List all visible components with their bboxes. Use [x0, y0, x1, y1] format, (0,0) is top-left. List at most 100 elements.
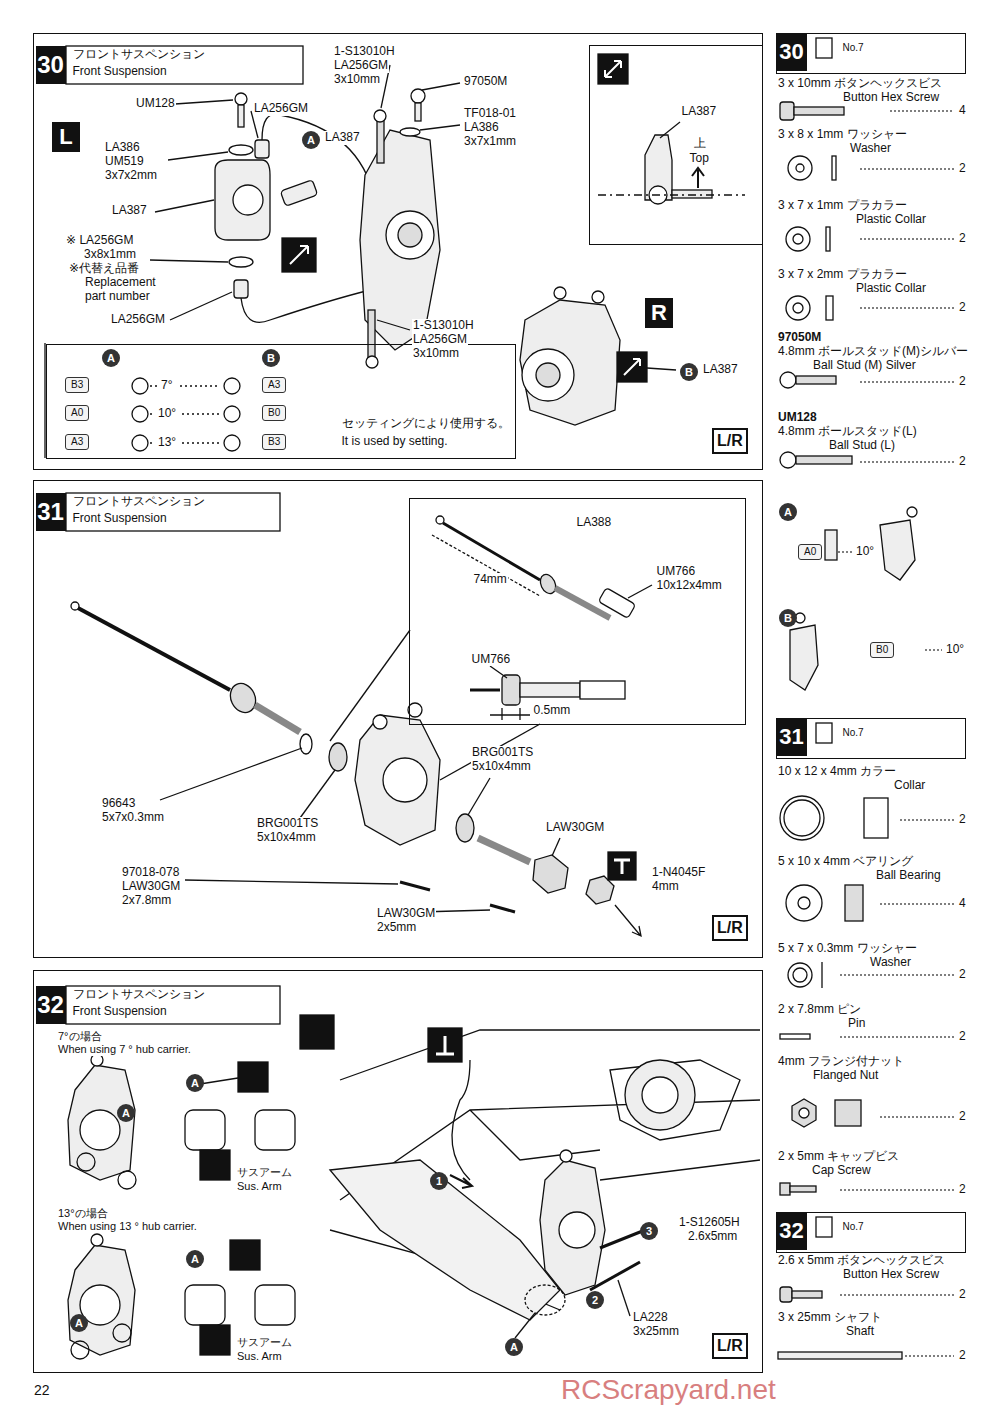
- step-number: 32: [36, 986, 66, 1024]
- callout-letter: 2: [586, 1291, 604, 1309]
- part-label: Washer: [849, 142, 892, 156]
- part-label: 97050M: [463, 75, 508, 89]
- part-label: Collar: [893, 779, 926, 793]
- step-number: 30: [36, 46, 66, 84]
- part-label: 97050M: [777, 331, 822, 345]
- part-label: LAW30GM: [545, 821, 605, 835]
- part-label: Washer: [869, 956, 912, 970]
- node-text: Front Suspension: [72, 65, 168, 79]
- part-label: 2: [958, 375, 967, 389]
- part-label: 7°: [160, 379, 173, 393]
- part-label: 4: [958, 104, 967, 118]
- step-number: 30: [777, 33, 807, 71]
- part-label: When using 13 ° hub carrier.: [57, 1220, 198, 1233]
- part-label: Sus. Arm: [236, 1180, 283, 1193]
- part-label: Ball Bearing: [875, 869, 942, 883]
- part-label: 4.8mm ボールスタッド(M)シルバー: [777, 345, 969, 359]
- insert-code: B0: [262, 405, 286, 421]
- watermark: RCScrapyard.net: [560, 1374, 777, 1406]
- part-label: 5x10x4mm: [471, 760, 532, 774]
- node-text: LA387: [681, 105, 718, 119]
- part-label: 13°の場合: [57, 1207, 109, 1220]
- node-text: 10x12x4mm: [656, 579, 723, 593]
- part-label: 96643: [101, 797, 136, 811]
- part-label: LA256GM: [110, 313, 166, 327]
- node-text: Top: [689, 152, 710, 166]
- node-text: No.7: [842, 42, 865, 54]
- part-label: BRG001TS: [471, 746, 534, 760]
- part-label: ※ LA256GM: [65, 234, 134, 248]
- part-label: 3 x 25mm シャフト: [777, 1311, 883, 1325]
- part-label: サスアーム: [236, 1166, 293, 1179]
- parts-header: 30 No.7: [776, 33, 966, 74]
- part-label: 10 x 12 x 4mm カラー: [777, 765, 897, 779]
- part-label: LA256GM: [333, 59, 389, 73]
- parts-header: 32 No.7: [776, 1212, 966, 1253]
- node-text: UM766: [656, 565, 697, 579]
- insert-code: A3: [262, 377, 286, 393]
- part-label: LA386: [104, 141, 141, 155]
- part-label: 3 x 8 x 1mm ワッシャー: [777, 128, 908, 142]
- callout-letter: A: [505, 1338, 523, 1356]
- insert-code: A3: [65, 434, 89, 450]
- callout-letter: A: [302, 131, 320, 149]
- insert-code: B3: [262, 434, 286, 450]
- part-label: 3x7x1mm: [463, 135, 517, 149]
- part-label: 2: [958, 455, 967, 469]
- detail-box: LA387上Top: [589, 45, 763, 245]
- node-text: No.7: [842, 1221, 865, 1233]
- part-label: 10°: [157, 407, 177, 421]
- callout-letter: A: [186, 1074, 204, 1092]
- part-label: 3x25mm: [632, 1325, 680, 1339]
- part-label: 4mm: [651, 880, 680, 894]
- part-label: 1-S12605H: [678, 1216, 741, 1230]
- node-text: フロントサスペンション: [72, 988, 206, 1002]
- part-label: 2x5mm: [376, 921, 417, 935]
- part-label: サスアーム: [236, 1336, 293, 1349]
- part-label: 7°の場合: [57, 1030, 103, 1043]
- part-label: LAW30GM: [376, 907, 436, 921]
- part-label: 3x10mm: [412, 347, 460, 361]
- part-label: LA228: [632, 1311, 669, 1325]
- part-label: 2: [958, 968, 967, 982]
- node-text: セッティングにより使用する。: [341, 417, 511, 431]
- part-label: LA386: [463, 121, 500, 135]
- part-label: UM128: [135, 97, 176, 111]
- part-label: Cap Screw: [811, 1164, 872, 1178]
- part-label: Ball Stud (M) Silver: [812, 359, 917, 373]
- part-label: LA387: [324, 131, 361, 145]
- part-label: Button Hex Screw: [842, 1268, 940, 1282]
- node-text: UM766: [471, 653, 512, 667]
- part-label: 2.6x5mm: [687, 1230, 738, 1244]
- part-label: 5 x 7 x 0.3mm ワッシャー: [777, 942, 918, 956]
- part-label: 3x7x2mm: [104, 169, 158, 183]
- step-number: 32: [777, 1212, 807, 1250]
- side-marker: L: [52, 122, 80, 152]
- node-text: 0.5mm: [533, 704, 572, 718]
- callout-letter: A: [779, 503, 797, 521]
- callout-letter: A: [117, 1104, 135, 1122]
- node-text: フロントサスペンション: [72, 495, 206, 509]
- part-label: 22: [33, 1382, 51, 1398]
- part-label: 2: [958, 1110, 967, 1124]
- part-label: 5x10x4mm: [256, 831, 317, 845]
- insert-code: A0: [65, 405, 89, 421]
- part-label: Shaft: [845, 1325, 875, 1339]
- detail-box: LA38874mmUM76610x12x4mmUM7660.5mm: [409, 498, 746, 725]
- part-label: 1-N4045F: [651, 866, 706, 880]
- part-label: 4: [958, 897, 967, 911]
- part-label: LA256GM: [412, 333, 468, 347]
- part-label: Sus. Arm: [236, 1350, 283, 1363]
- insert-code: B3: [65, 377, 89, 393]
- part-label: 5 x 10 x 4mm ベアリング: [777, 855, 914, 869]
- side-marker: R: [645, 298, 673, 328]
- step-number: 31: [36, 493, 66, 531]
- part-label: 2: [958, 1183, 967, 1197]
- part-label: 10°: [855, 545, 875, 559]
- part-label: 2: [958, 301, 967, 315]
- part-label: LA387: [111, 204, 148, 218]
- part-label: Button Hex Screw: [842, 91, 940, 105]
- part-label: 2: [958, 232, 967, 246]
- part-label: UM519: [104, 155, 145, 169]
- part-label: 2 x 5mm キャップビス: [777, 1150, 900, 1164]
